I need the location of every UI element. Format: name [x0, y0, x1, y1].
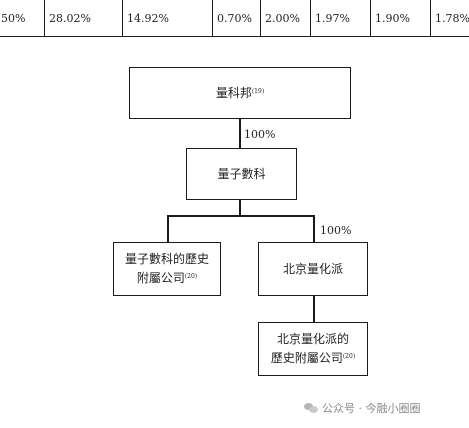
connector-line — [313, 215, 315, 242]
top-cell-8: 1.78% — [430, 0, 469, 37]
liangzi-shuke-name: 量子數科 — [217, 166, 266, 181]
connector-line — [313, 296, 315, 322]
top-cell-1: 50% — [0, 0, 44, 37]
liangzi-affiliates-note: (20) — [184, 273, 198, 280]
liangzi-shuke-box: 量子數科 — [186, 148, 297, 200]
liangkebang-note: (19) — [251, 87, 265, 95]
connector-line — [239, 200, 241, 216]
wechat-icon — [304, 402, 318, 414]
pct-label: 1.78% — [435, 11, 469, 25]
ownership-pct-beijing: 100% — [320, 224, 352, 237]
pct-label: 2.00% — [265, 11, 300, 25]
liangkebang-box: 量科邦(19) — [129, 67, 351, 119]
beijing-affiliates-line1: 北京量化派的 — [276, 332, 349, 346]
connector-line — [167, 215, 314, 217]
connector-line — [239, 119, 241, 148]
liangzi-affiliates-line2: 附屬公司 — [136, 271, 185, 285]
pct-label: 50% — [1, 11, 26, 25]
beijing-affiliates-note: (20) — [342, 353, 356, 360]
pct-label: 28.02% — [49, 11, 91, 25]
top-cell-2: 28.02% — [44, 0, 122, 37]
connector-line — [167, 215, 169, 242]
watermark-text: 公众号 · 今融小圈圈 — [322, 402, 421, 415]
top-cell-4: 0.70% — [212, 0, 260, 37]
liangkebang-name: 量科邦 — [215, 85, 252, 100]
top-cell-7: 1.90% — [370, 0, 430, 37]
beijing-affiliates-box: 北京量化派的 歷史附屬公司(20) — [258, 322, 368, 376]
top-cell-5: 2.00% — [260, 0, 310, 37]
beijing-lianghuapai-box: 北京量化派 — [258, 242, 368, 296]
ownership-pct-liangzi: 100% — [244, 128, 276, 141]
pct-label: 0.70% — [217, 11, 252, 25]
liangzi-affiliates-box: 量子數科的歷史 附屬公司(20) — [113, 242, 221, 296]
pct-label: 1.97% — [315, 11, 350, 25]
beijing-lianghuapai-name: 北京量化派 — [282, 261, 343, 276]
top-cell-6: 1.97% — [310, 0, 370, 37]
pct-label: 1.90% — [375, 11, 410, 25]
top-cell-3: 14.92% — [122, 0, 212, 37]
pct-label: 14.92% — [127, 11, 169, 25]
beijing-affiliates-line2: 歷史附屬公司 — [270, 351, 343, 365]
watermark: 公众号 · 今融小圈圈 — [304, 400, 421, 416]
liangzi-affiliates-line1: 量子數科的歷史 — [124, 252, 209, 266]
